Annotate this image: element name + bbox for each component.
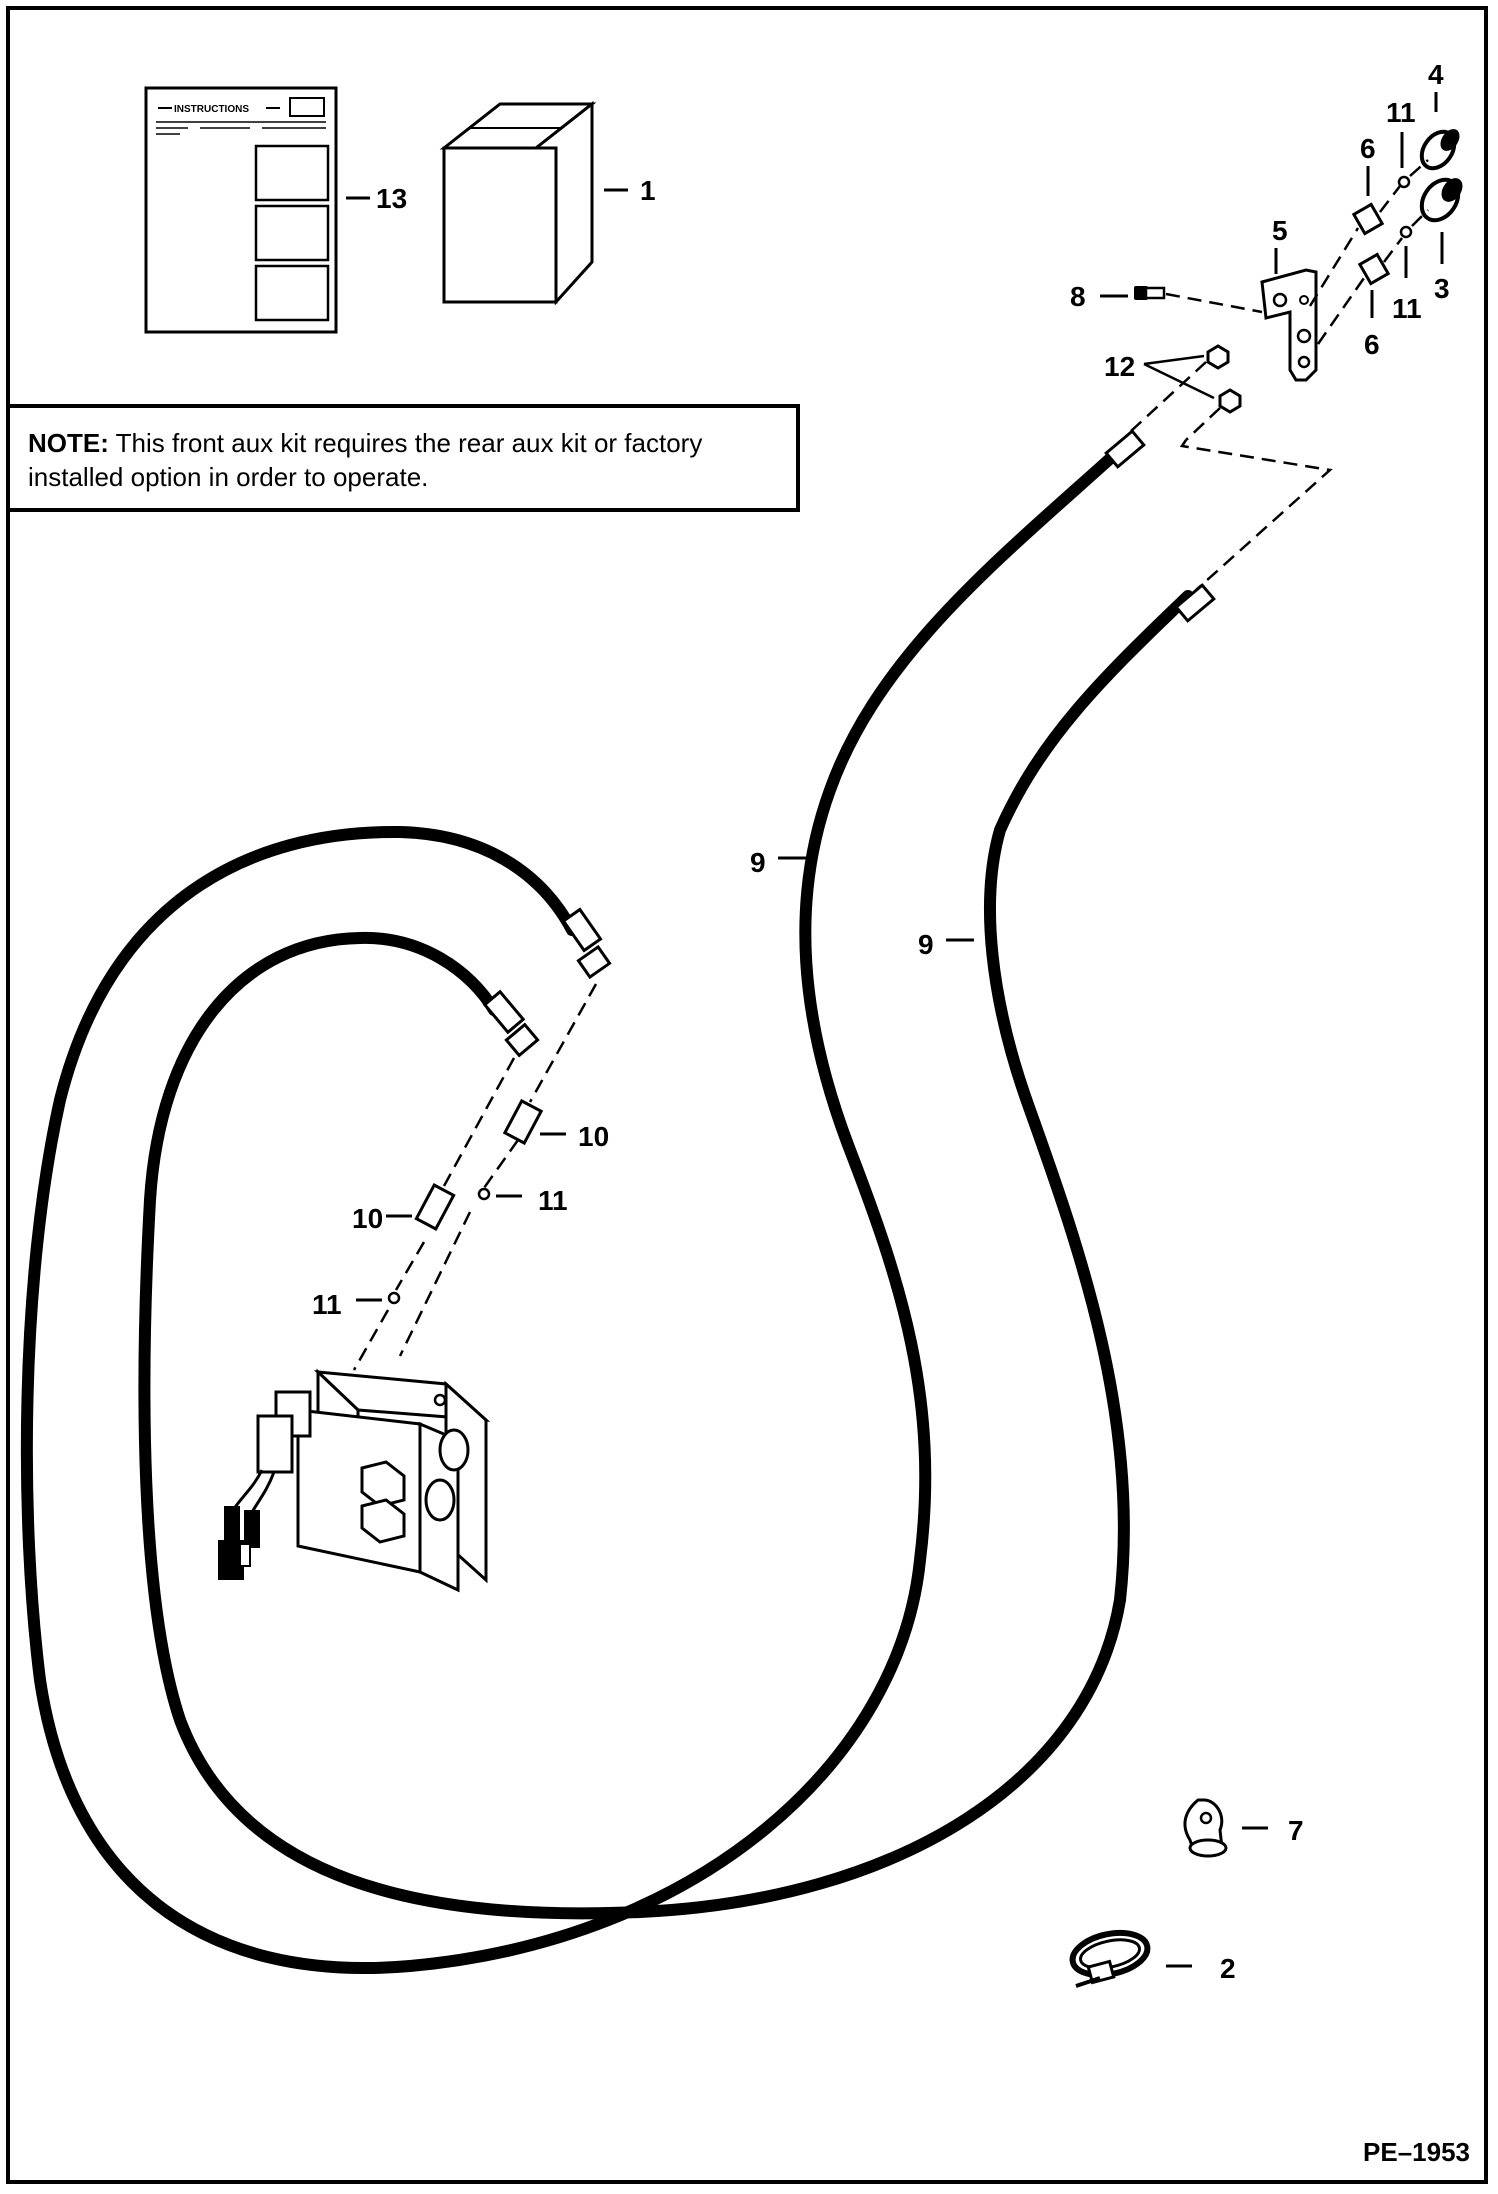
nuts (1206, 344, 1242, 414)
cable-tie (1069, 1929, 1151, 1988)
callout-6-top: 6 (1360, 133, 1376, 164)
instructions-heading: INSTRUCTIONS (174, 104, 249, 115)
callout-11-right: 11 (1392, 293, 1422, 324)
callout-13: 13 (376, 183, 407, 214)
valve-block (218, 1368, 491, 1593)
callout-10-right: 10 (578, 1121, 609, 1152)
drawing-frame (6, 6, 1488, 2184)
callout-1: 1 (640, 175, 656, 206)
callout-2: 2 (1220, 1953, 1236, 1984)
callout-11-top: 11 (1386, 97, 1416, 128)
parts-box (439, 100, 597, 306)
callout-4: 4 (1428, 59, 1444, 90)
callout-9-left: 9 (750, 847, 766, 878)
callout-9-right: 9 (918, 929, 934, 960)
callout-10-left: 10 (352, 1203, 383, 1234)
instructions-sheet: INSTRUCTIONS (144, 86, 338, 334)
bracket-assembly (1129, 129, 1463, 591)
callout-3: 3 (1434, 273, 1450, 304)
callout-5: 5 (1272, 215, 1288, 246)
callout-8: 8 (1070, 281, 1086, 312)
figure-id: PE–1953 (1363, 2137, 1470, 2167)
note-box: NOTE: This front aux kit requires the re… (6, 404, 800, 512)
valve-fittings (352, 983, 598, 1371)
quick-couplers (1419, 129, 1463, 223)
note-text: This front aux kit requires the rear aux… (28, 428, 703, 492)
note-label: NOTE: (28, 428, 109, 458)
callout-7: 7 (1288, 1815, 1304, 1846)
callout-6-right: 6 (1364, 329, 1380, 360)
callout-11-valve-right: 11 (538, 1185, 568, 1216)
callout-12: 12 (1104, 351, 1135, 382)
hydraulic-hoses (20, 429, 1216, 1974)
hose-clamp (1183, 1798, 1228, 1858)
callout-11-valve-left: 11 (312, 1289, 342, 1320)
adapter-fittings (1351, 202, 1391, 286)
bolt (1134, 286, 1166, 300)
